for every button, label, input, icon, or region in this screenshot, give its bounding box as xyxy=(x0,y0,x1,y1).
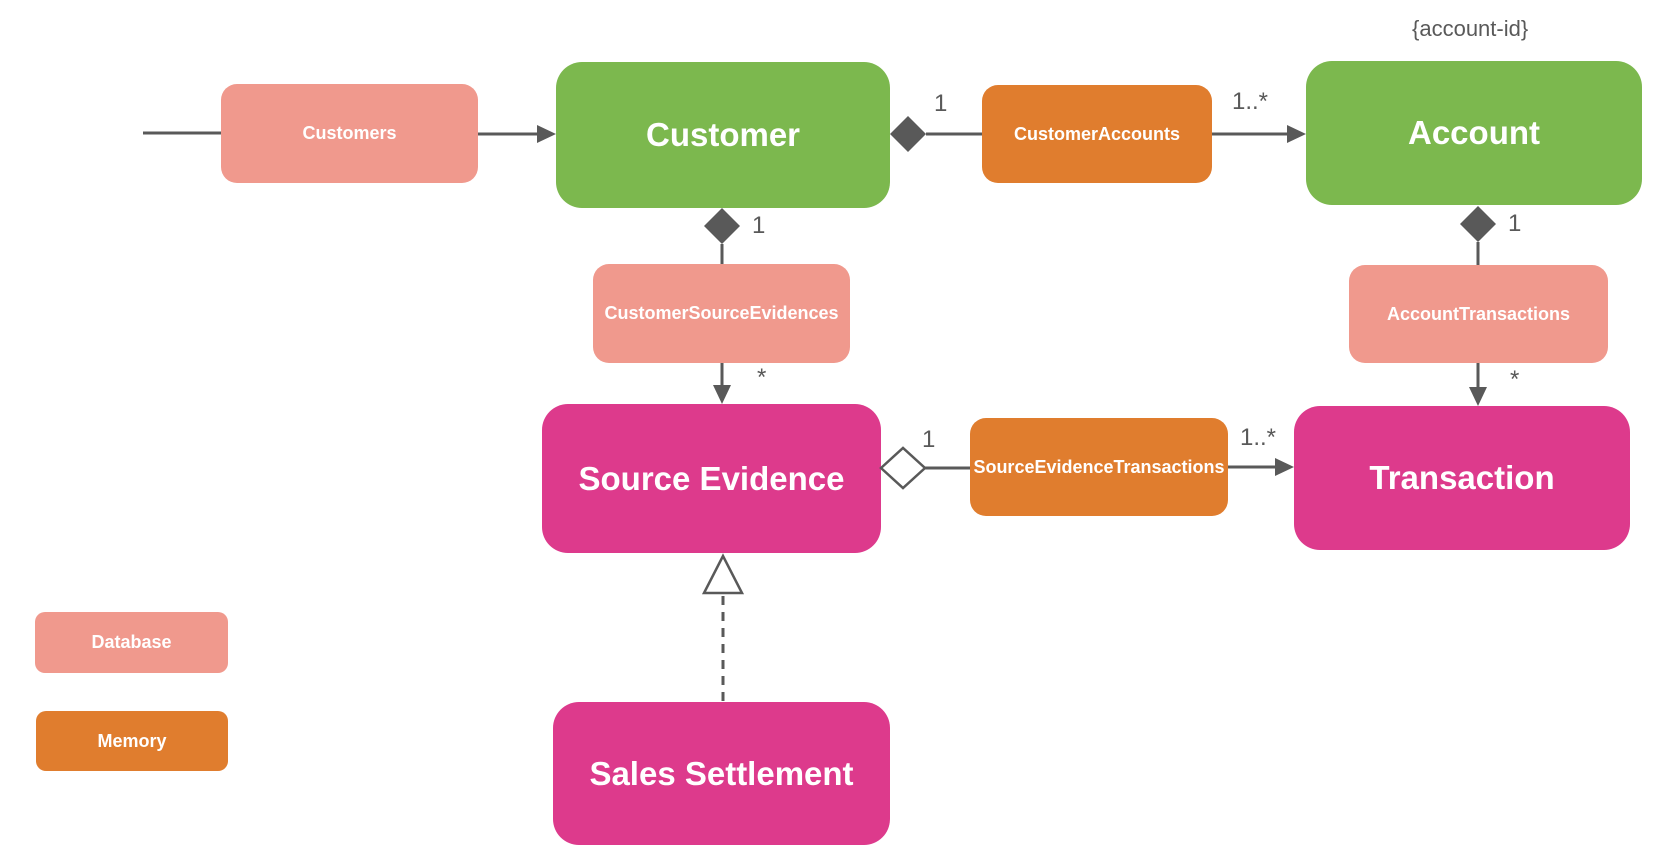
multiplicity-label: 1..* xyxy=(1232,88,1269,115)
node-sales-settlement[interactable]: Sales Settlement xyxy=(553,702,890,845)
node-customers[interactable]: Customers xyxy=(221,84,478,183)
node-source-evidence-transactions[interactable]: SourceEvidenceTransactions xyxy=(970,418,1228,516)
node-source-evidence[interactable]: Source Evidence xyxy=(542,404,881,553)
multiplicity-label: 1 xyxy=(922,426,936,453)
node-customer[interactable]: Customer xyxy=(556,62,890,208)
multiplicity-label: 1 xyxy=(752,212,766,239)
composition-diamond-customer-bottom xyxy=(704,208,740,244)
generalization-triangle xyxy=(701,553,745,595)
arrowhead-into-customer xyxy=(537,125,556,143)
multiplicity-label: * xyxy=(757,364,767,391)
account-id-annotation: {account-id} xyxy=(1412,16,1529,41)
node-transaction[interactable]: Transaction xyxy=(1294,406,1630,550)
multiplicity-label: * xyxy=(1510,366,1520,393)
multiplicity-label: 1..* xyxy=(1240,424,1277,451)
multiplicity-label: 1 xyxy=(1508,210,1522,237)
aggregation-diamond-source-evidence xyxy=(879,446,927,490)
legend-memory[interactable]: Memory xyxy=(36,711,228,771)
composition-diamond-customer-right xyxy=(890,116,926,152)
arrowhead-into-transaction-left xyxy=(1275,458,1294,476)
arrowhead-into-source-evidence xyxy=(713,385,731,404)
node-customer-accounts[interactable]: CustomerAccounts xyxy=(982,85,1212,183)
arrowhead-into-transaction-top xyxy=(1469,387,1487,406)
node-account[interactable]: Account xyxy=(1306,61,1642,205)
node-account-transactions[interactable]: AccountTransactions xyxy=(1349,265,1608,363)
multiplicity-label: 1 xyxy=(934,90,948,117)
legend-database[interactable]: Database xyxy=(35,612,228,673)
arrowhead-into-account xyxy=(1287,125,1306,143)
node-customer-source-evidences[interactable]: CustomerSourceEvidences xyxy=(593,264,850,363)
composition-diamond-account-bottom xyxy=(1460,206,1496,242)
